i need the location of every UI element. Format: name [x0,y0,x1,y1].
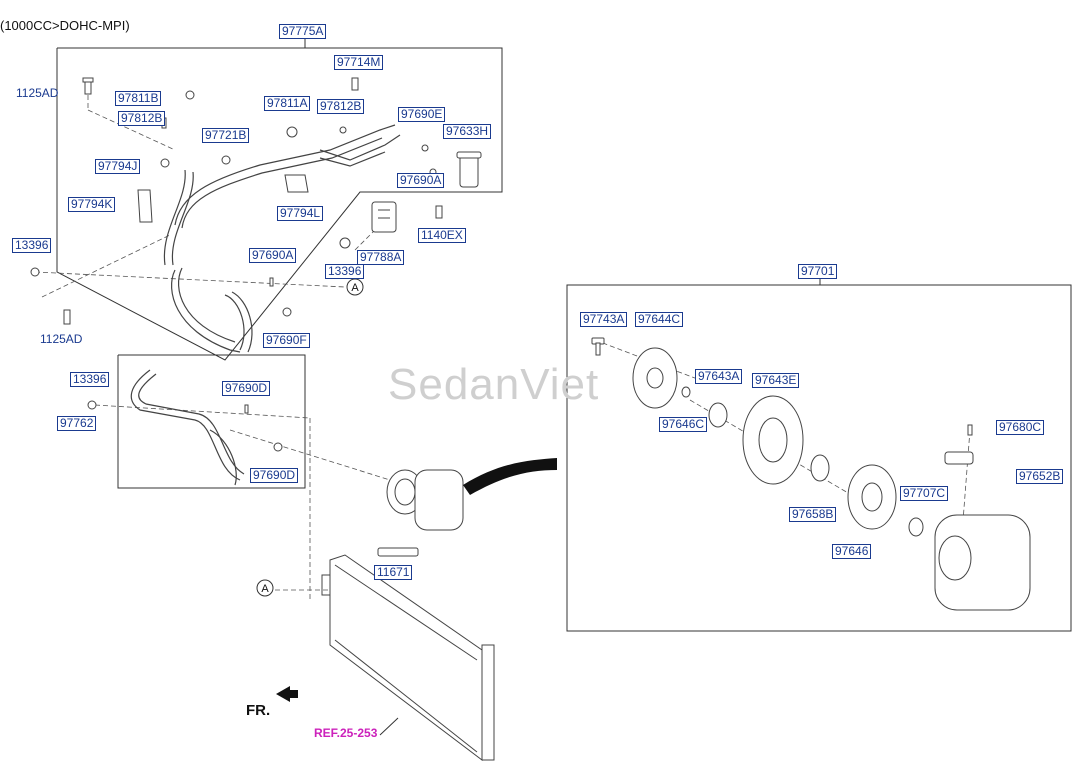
front-arrow-icon [276,686,298,702]
part-label-97762[interactable]: 97762 [57,416,97,431]
part-label-97714M[interactable]: 97714M [334,55,384,70]
callout-letter-lower: A [261,583,269,595]
part-label-97690F[interactable]: 97690F [263,333,310,348]
bracket-97794L [284,174,309,193]
part-label-97707C[interactable]: 97707C [900,486,949,501]
part-label-97646C[interactable]: 97646C [659,417,708,432]
suction-hose [171,269,241,353]
callout-circle-lower [256,579,274,597]
front-direction-label: FR. [246,702,271,719]
part-label-97644C[interactable]: 97644C [635,312,684,327]
part-label-97690D[interactable]: 97690D [222,381,271,396]
snap-ring-97643A [708,402,728,428]
part-label-97788A[interactable]: 97788A [357,250,405,265]
liquid-tube-frame [117,354,306,489]
part-label-97794J[interactable]: 97794J [95,159,141,174]
low-pipe-inner [231,291,253,353]
part-label-97743A[interactable]: 97743A [580,312,628,327]
part-label-97811B[interactable]: 97811B [115,91,162,106]
receiver-drier [459,154,479,188]
seal-97707C [908,517,924,537]
watermark: SedanViet [388,360,600,409]
part-label-97690D[interactable]: 97690D [250,468,299,483]
reference-link[interactable]: REF.25-253 [314,726,378,740]
suction-hose-inner [178,267,236,343]
part-label-97811A[interactable]: 97811A [264,96,311,111]
low-pipe [224,294,245,351]
hose-assembly-frame [56,47,503,361]
part-label-97690E[interactable]: 97690E [398,107,446,122]
compressor-detail-frame [566,284,1072,632]
part-label-97721B[interactable]: 97721B [202,128,250,143]
liquid-tube-bend [209,429,237,486]
part-label-1125AD[interactable]: 1125AD [40,332,83,346]
liquid-tube-inner [138,373,245,475]
engine-variant-header: (1000CC>DOHC-MPI) [0,18,130,33]
part-label-97646[interactable]: 97646 [832,544,872,559]
part-label-97643A[interactable]: 97643A [695,369,743,384]
pipe-branch [319,134,401,161]
hose-riser [163,169,186,266]
snap-ring-97658B [810,454,830,482]
liquid-tube [130,369,241,481]
pipe-branch-inner [319,151,386,167]
part-label-13396[interactable]: 13396 [325,264,365,279]
compressor-body [414,469,464,531]
callout-circle-upper [346,278,364,296]
part-label-97794K[interactable]: 97794K [68,197,116,212]
callout-letter-upper: A [351,282,359,294]
part-label-97658B[interactable]: 97658B [789,507,837,522]
compressor-pointer [463,458,557,495]
part-label-11671[interactable]: 11671 [374,565,413,580]
part-label-97652B[interactable]: 97652B [1016,469,1064,484]
part-label-97794L[interactable]: 97794L [277,206,324,221]
bracket-97794K [137,189,153,223]
part-label-1125AD[interactable]: 1125AD [16,86,59,100]
part-label-97643E[interactable]: 97643E [752,373,800,388]
part-label-97812B[interactable]: 97812B [317,99,365,114]
part-label-97775A[interactable]: 97775A [279,24,327,39]
part-label-97701[interactable]: 97701 [798,264,838,279]
part-label-1140EX[interactable]: 1140EX [418,228,466,243]
part-label-97690A[interactable]: 97690A [397,173,445,188]
bracket-97788A [371,201,397,233]
part-label-97633H[interactable]: 97633H [443,124,492,139]
part-label-97812B[interactable]: 97812B [118,111,166,126]
part-label-13396[interactable]: 13396 [70,372,110,387]
discharge-pipe [174,124,396,226]
part-label-97680C[interactable]: 97680C [996,420,1045,435]
part-label-13396[interactable]: 13396 [12,238,52,253]
hose-riser-inner [171,171,194,266]
part-label-97690A[interactable]: 97690A [249,248,297,263]
discharge-pipe-inner [181,137,383,229]
